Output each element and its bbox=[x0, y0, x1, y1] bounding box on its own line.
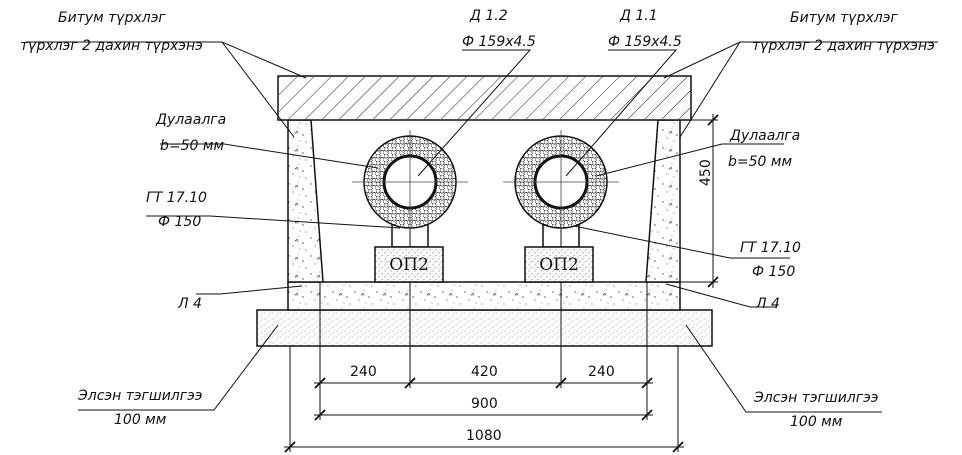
gt-left-title: ГТ 17.10 bbox=[146, 190, 207, 206]
support-op2-right-label: ОП2 bbox=[539, 255, 579, 275]
sand-left-thickness: 100 мм bbox=[114, 412, 167, 428]
sand-bedding bbox=[256, 309, 713, 347]
l4-right-label: Л 4 bbox=[756, 296, 780, 312]
insulation-left-thickness: b=50 мм bbox=[160, 138, 225, 154]
dimension-ticks bbox=[284, 114, 719, 453]
bitum-right-title: Битум түрхлэг bbox=[790, 10, 898, 26]
pipe-d12 bbox=[352, 130, 468, 283]
bitum-left-note: түрхлэг 2 дахин түрхэнэ bbox=[20, 38, 203, 54]
dimension-240-right: 240 bbox=[588, 364, 615, 380]
dimension-900: 900 bbox=[471, 396, 498, 412]
pipe1-size: Ф 159х4.5 bbox=[462, 34, 536, 50]
pipe2-size: Ф 159х4.5 bbox=[608, 34, 682, 50]
leader-lines bbox=[26, 41, 938, 413]
support-op2-right bbox=[524, 246, 594, 283]
bitum-right-note: түрхлэг 2 дахин түрхэнэ bbox=[752, 38, 935, 54]
support-op2-left-label: ОП2 bbox=[389, 255, 429, 275]
dimension-450: 450 bbox=[698, 159, 714, 186]
sand-left-title: Элсэн тэгшилгээ bbox=[78, 388, 203, 404]
sand-right-title: Элсэн тэгшилгээ bbox=[754, 390, 879, 406]
gt-right-title: ГТ 17.10 bbox=[740, 240, 801, 256]
dimension-420: 420 bbox=[471, 364, 498, 380]
dimension-lines bbox=[284, 114, 718, 452]
pipe2-name: Д 1.1 bbox=[620, 8, 658, 24]
base-slab bbox=[287, 281, 681, 311]
cover-slab-hatch bbox=[279, 77, 690, 119]
gt-left-diameter: Ф 150 bbox=[158, 214, 202, 230]
support-op2-left bbox=[374, 246, 444, 283]
sand-right-thickness: 100 мм bbox=[790, 414, 843, 430]
gt-right-diameter: Ф 150 bbox=[752, 264, 796, 280]
dimension-1080: 1080 bbox=[466, 428, 502, 444]
bitum-left-title: Битум түрхлэг bbox=[58, 10, 166, 26]
pipe1-name: Д 1.2 bbox=[470, 8, 508, 24]
pipe-d11 bbox=[503, 130, 619, 283]
dimension-240-left: 240 bbox=[350, 364, 377, 380]
right-wall bbox=[645, 119, 681, 283]
left-wall bbox=[287, 119, 324, 283]
insulation-right-title: Дулаалга bbox=[730, 128, 801, 144]
l4-left-label: Л 4 bbox=[178, 296, 202, 312]
insulation-left-title: Дулаалга bbox=[156, 112, 227, 128]
insulation-right-thickness: b=50 мм bbox=[728, 154, 793, 170]
